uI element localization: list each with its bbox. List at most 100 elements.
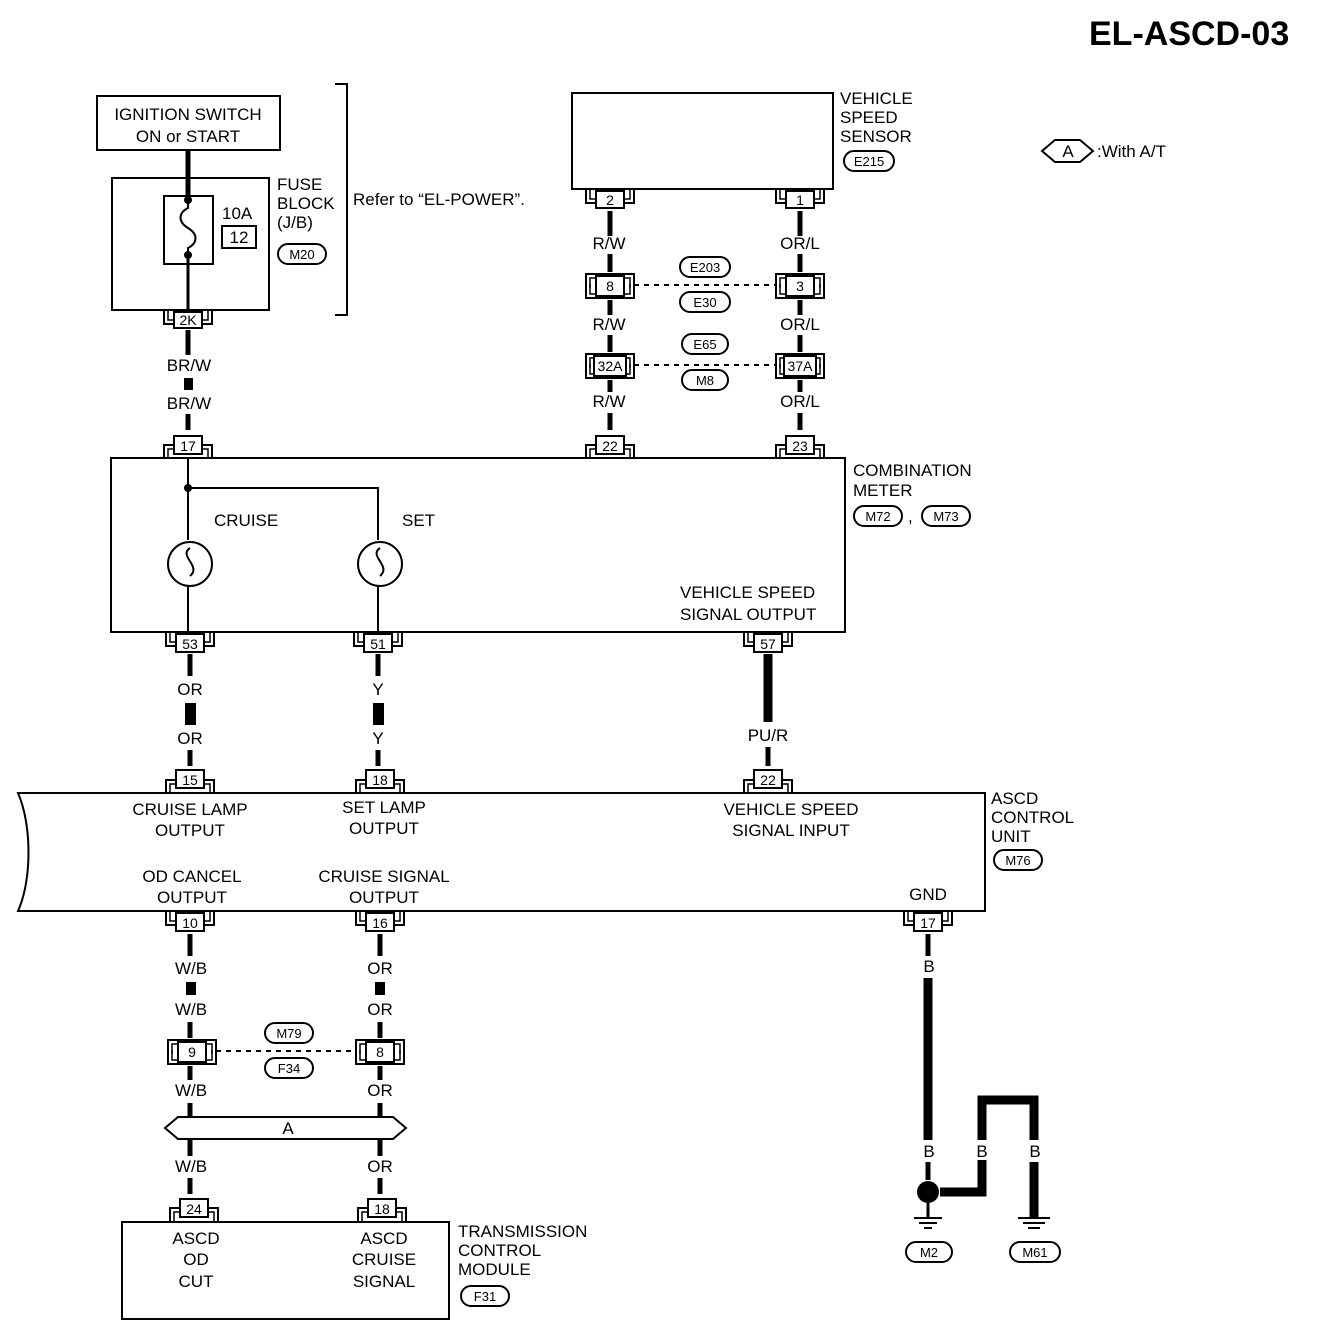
connector-m2: M2	[920, 1245, 938, 1260]
connector-e30: E30	[693, 295, 716, 310]
combination-meter: 17 22 23 COMBINATION METER M72 , M73 CRU…	[110, 435, 972, 653]
svg-text:8: 8	[376, 1044, 384, 1060]
svg-text:32A: 32A	[598, 358, 624, 374]
svg-text:3: 3	[796, 278, 804, 294]
svg-text:CRUISE: CRUISE	[352, 1250, 416, 1269]
svg-text:PU/R: PU/R	[748, 726, 789, 745]
svg-text:53: 53	[182, 636, 198, 652]
svg-text:ON or START: ON or START	[136, 127, 240, 146]
svg-text:8: 8	[606, 278, 614, 294]
svg-text:22: 22	[760, 772, 776, 788]
svg-text:OR/L: OR/L	[780, 392, 820, 411]
svg-text:,: ,	[908, 507, 913, 526]
vehicle-speed-sensor: VEHICLE SPEED SENSOR E215	[571, 89, 913, 190]
fuse-icon	[179, 200, 197, 255]
svg-text:2: 2	[606, 192, 614, 208]
legend: A :With A/T	[1040, 139, 1166, 163]
svg-text:SPEED: SPEED	[840, 108, 898, 127]
svg-text:17: 17	[180, 438, 196, 454]
connector-f31: F31	[474, 1289, 496, 1304]
svg-text:1: 1	[796, 192, 804, 208]
refer-text: Refer to “EL-POWER”.	[353, 190, 525, 209]
connector-e215: E215	[854, 154, 884, 169]
svg-text:CRUISE LAMP: CRUISE LAMP	[132, 800, 247, 819]
svg-text:Y: Y	[372, 680, 383, 699]
ground-icon	[914, 1217, 942, 1229]
svg-text:Y: Y	[372, 729, 383, 748]
svg-text:16: 16	[372, 915, 388, 931]
svg-text:W/B: W/B	[175, 1081, 207, 1100]
legend-symbol: A	[1062, 142, 1074, 161]
svg-text:COMBINATION: COMBINATION	[853, 461, 972, 480]
svg-text:OUTPUT: OUTPUT	[349, 888, 419, 907]
refer-bracket	[335, 83, 348, 316]
svg-text:ASCD: ASCD	[172, 1229, 219, 1248]
svg-text:37A: 37A	[788, 358, 814, 374]
svg-text:R/W: R/W	[592, 234, 625, 253]
svg-text:SIGNAL: SIGNAL	[353, 1272, 415, 1291]
svg-text:9: 9	[188, 1044, 196, 1060]
ground-icon	[1018, 1217, 1050, 1229]
svg-text:B: B	[923, 957, 934, 976]
fuse-block: 10A 12 FUSE BLOCK (J/B) M20	[111, 150, 335, 312]
svg-text:ASCD: ASCD	[360, 1229, 407, 1248]
svg-text:SENSOR: SENSOR	[840, 127, 912, 146]
svg-text:17: 17	[920, 915, 936, 931]
svg-text:10: 10	[182, 915, 198, 931]
svg-text:OR: OR	[367, 1157, 393, 1176]
svg-text:OUTPUT: OUTPUT	[157, 888, 227, 907]
svg-text:METER: METER	[853, 481, 913, 500]
svg-text:18: 18	[372, 772, 388, 788]
svg-text:W/B: W/B	[175, 959, 207, 978]
connector-m8: M8	[696, 373, 714, 388]
fuse-amp: 10A	[222, 204, 253, 223]
cruise-label: CRUISE	[214, 511, 278, 530]
cruise-lamp-icon	[167, 541, 213, 587]
splice-icon	[917, 1181, 939, 1203]
set-lamp-icon	[357, 541, 403, 587]
wire-label-brw: BR/W	[167, 394, 211, 413]
option-bar-a: A	[163, 1116, 408, 1140]
connector-e203: E203	[690, 260, 720, 275]
transmission-control-module: 24 18 ASCD OD CUT ASCD CRUISE SIGNAL TRA…	[121, 1198, 587, 1320]
svg-text:OR: OR	[367, 959, 393, 978]
pin-2k: 2K	[179, 312, 197, 328]
svg-text:OUTPUT: OUTPUT	[349, 819, 419, 838]
svg-text:GND: GND	[909, 885, 947, 904]
svg-text:OR/L: OR/L	[780, 315, 820, 334]
svg-text:MODULE: MODULE	[458, 1260, 531, 1279]
ascd-control-unit: 15 18 22 ASCD CONTROL UNIT M76 CRUISE LA…	[16, 769, 1074, 932]
svg-text:15: 15	[182, 772, 198, 788]
svg-text:B: B	[976, 1142, 987, 1161]
svg-text:OR/L: OR/L	[780, 234, 820, 253]
svg-text:(J/B): (J/B)	[277, 213, 313, 232]
svg-text:B: B	[1029, 1142, 1040, 1161]
svg-text:OR: OR	[367, 1000, 393, 1019]
svg-text:A: A	[282, 1119, 294, 1138]
svg-text:OR: OR	[177, 680, 203, 699]
connector-m61: M61	[1022, 1245, 1047, 1260]
connector-m73: M73	[933, 509, 958, 524]
svg-text:CONTROL: CONTROL	[991, 808, 1074, 827]
svg-text:57: 57	[760, 636, 776, 652]
svg-text:TRANSMISSION: TRANSMISSION	[458, 1222, 587, 1241]
svg-text:51: 51	[370, 636, 386, 652]
svg-text:24: 24	[186, 1201, 202, 1217]
svg-text:IGNITION SWITCH: IGNITION SWITCH	[114, 105, 261, 124]
svg-text:B: B	[923, 1142, 934, 1161]
legend-text: :With A/T	[1097, 142, 1166, 161]
svg-text:R/W: R/W	[592, 315, 625, 334]
svg-text:OUTPUT: OUTPUT	[155, 821, 225, 840]
svg-text:VEHICLE: VEHICLE	[840, 89, 913, 108]
svg-text:OD CANCEL: OD CANCEL	[142, 867, 241, 886]
wire-label-brw: BR/W	[167, 356, 211, 375]
connector-e65: E65	[693, 337, 716, 352]
ground-m2: M2	[905, 1217, 953, 1263]
connector-m79: M79	[276, 1026, 301, 1041]
svg-text:W/B: W/B	[175, 1000, 207, 1019]
svg-text:CUT: CUT	[179, 1272, 214, 1291]
svg-text:BLOCK: BLOCK	[277, 194, 335, 213]
svg-text:18: 18	[374, 1201, 390, 1217]
svg-text:22: 22	[602, 438, 618, 454]
